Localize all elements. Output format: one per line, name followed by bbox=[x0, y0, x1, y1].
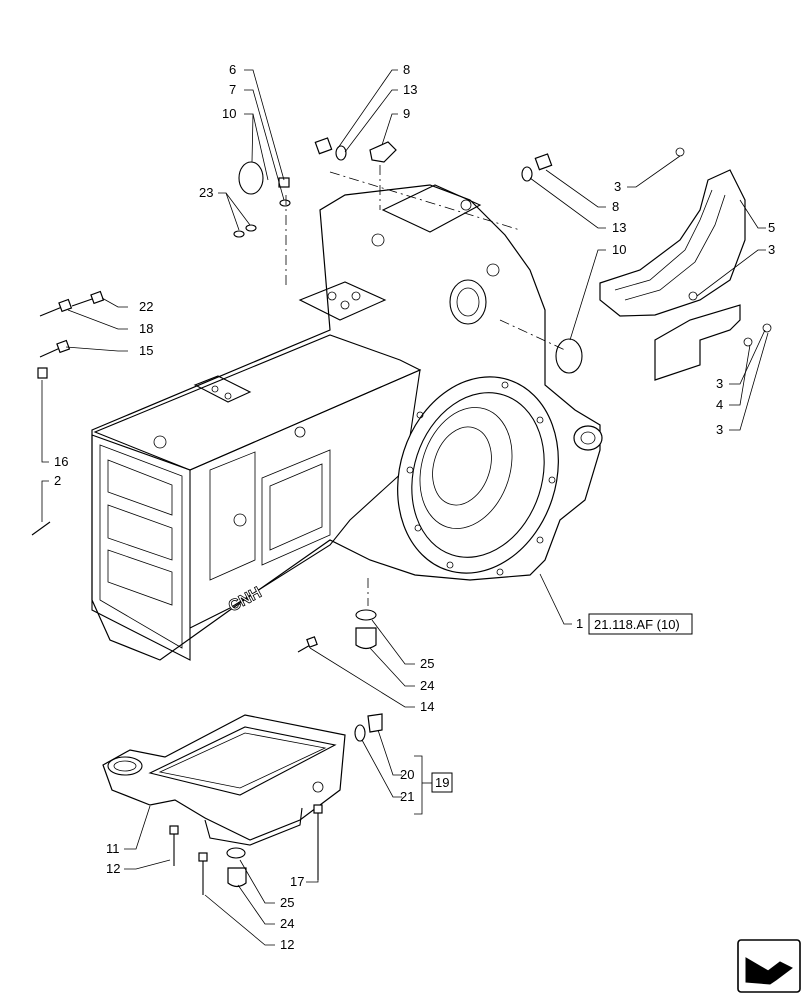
callout-12-left: 12 bbox=[106, 861, 120, 876]
ring-25-upper bbox=[355, 609, 377, 621]
bolt-12-lower bbox=[198, 852, 208, 895]
callout-8-right: 8 bbox=[612, 199, 619, 214]
callout-12-lower: 12 bbox=[280, 937, 294, 952]
plug-24-upper bbox=[355, 627, 377, 650]
loose-parts bbox=[31, 137, 583, 742]
callout-14: 14 bbox=[420, 699, 434, 714]
washer-23b bbox=[245, 224, 257, 232]
bolt-14 bbox=[297, 636, 318, 653]
callout-9: 9 bbox=[403, 106, 410, 121]
callout-2: 2 bbox=[54, 473, 61, 488]
plug-16 bbox=[37, 367, 48, 379]
kit-reference-box[interactable]: 19 bbox=[431, 772, 453, 793]
callout-3-top: 3 bbox=[614, 179, 621, 194]
callout-25-upper: 25 bbox=[420, 656, 434, 671]
plug-20 bbox=[367, 713, 383, 733]
bolt-12-left bbox=[169, 825, 179, 866]
callout-21: 21 bbox=[400, 789, 414, 804]
callout-3-lower-a: 3 bbox=[716, 376, 723, 391]
plug-24-lower bbox=[227, 867, 247, 888]
callout-10-upper: 10 bbox=[222, 106, 236, 121]
callout-1: 1 bbox=[576, 616, 583, 631]
stud-2 bbox=[31, 521, 51, 536]
callout-labels: 6 7 10 23 8 13 9 3 5 8 13 3 10 3 4 3 22 … bbox=[54, 62, 775, 952]
callout-24-upper: 24 bbox=[420, 678, 434, 693]
cover-5 bbox=[599, 169, 746, 317]
ring-25-lower bbox=[226, 847, 246, 859]
callout-18: 18 bbox=[139, 321, 153, 336]
leader-lines bbox=[41, 69, 769, 946]
washer-23a bbox=[233, 230, 245, 238]
callout-20: 20 bbox=[400, 767, 414, 782]
callout-8-top: 8 bbox=[403, 62, 410, 77]
callout-3-right: 3 bbox=[768, 242, 775, 257]
callout-3-lower-b: 3 bbox=[716, 422, 723, 437]
plug-8-right bbox=[534, 153, 553, 171]
washer-7 bbox=[279, 199, 291, 207]
callout-7: 7 bbox=[229, 82, 236, 97]
callout-15: 15 bbox=[139, 343, 153, 358]
callout-16: 16 bbox=[54, 454, 68, 469]
callout-17: 17 bbox=[290, 874, 304, 889]
bolt-17 bbox=[313, 804, 323, 880]
elbow-fitting-9 bbox=[369, 141, 397, 163]
callout-13-top: 13 bbox=[403, 82, 417, 97]
callout-25-lower: 25 bbox=[280, 895, 294, 910]
kit-reference-text: 19 bbox=[435, 775, 449, 790]
transmission-housing: CNH bbox=[91, 184, 603, 661]
o-ring-13-upper bbox=[335, 145, 347, 161]
bolt-15 bbox=[39, 339, 71, 358]
callout-23: 23 bbox=[199, 185, 213, 200]
o-ring-10-right bbox=[555, 338, 583, 374]
callout-4: 4 bbox=[716, 397, 723, 412]
o-ring-10-upper bbox=[238, 161, 264, 195]
guard-3 bbox=[654, 304, 741, 381]
housing-reference-text: 21.118.AF (10) bbox=[594, 617, 680, 632]
side-cover-parts bbox=[599, 147, 772, 381]
oil-pan bbox=[102, 714, 346, 895]
callout-6: 6 bbox=[229, 62, 236, 77]
ring-21 bbox=[354, 724, 366, 742]
o-ring-13-right bbox=[521, 166, 533, 182]
callout-5: 5 bbox=[768, 220, 775, 235]
callout-11: 11 bbox=[106, 841, 120, 856]
bolt-18 bbox=[39, 298, 73, 317]
assembly-axis-lines bbox=[285, 165, 566, 606]
bolt-22 bbox=[71, 290, 105, 307]
callout-22: 22 bbox=[139, 299, 153, 314]
plug-8-upper bbox=[314, 137, 333, 155]
arrow-icon[interactable] bbox=[737, 939, 801, 993]
callout-10-right: 10 bbox=[612, 242, 626, 257]
callout-24-lower: 24 bbox=[280, 916, 294, 931]
housing-reference-box[interactable]: 21.118.AF (10) bbox=[588, 613, 693, 635]
callout-13-right: 13 bbox=[612, 220, 626, 235]
